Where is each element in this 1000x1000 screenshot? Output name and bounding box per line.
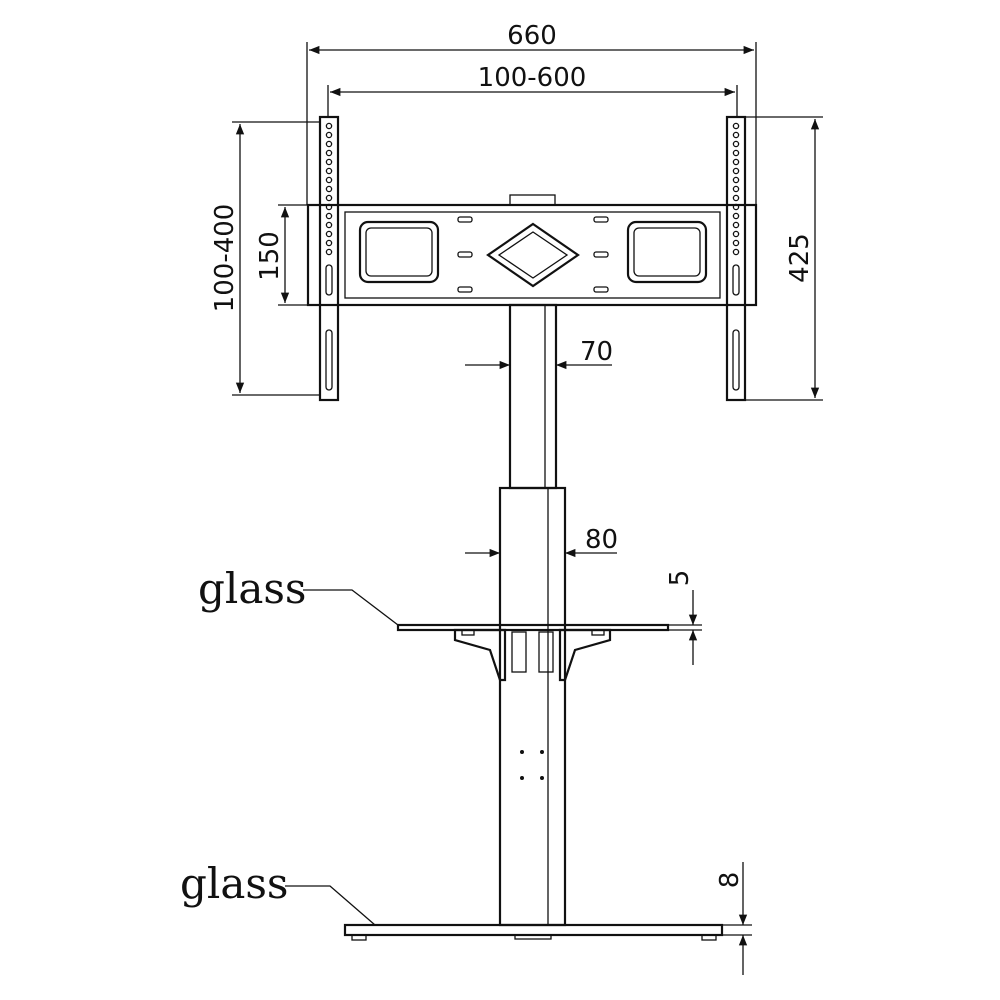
dim-text-100-400: 100-400 bbox=[210, 204, 240, 313]
rail-hole bbox=[732, 248, 740, 256]
dim-text-70: 70 bbox=[580, 337, 613, 367]
rail-hole bbox=[732, 230, 740, 238]
dim-text-425: 425 bbox=[785, 233, 815, 283]
rail-hole bbox=[325, 149, 333, 157]
dim-overall-width: 660 bbox=[306, 21, 757, 205]
rail-hole bbox=[732, 203, 740, 211]
dim-rail-height: 425 bbox=[745, 116, 823, 401]
dim-text-660: 660 bbox=[507, 21, 557, 51]
rail-hole bbox=[732, 221, 740, 229]
rail-hole bbox=[325, 239, 333, 247]
dim-base-glass-thickness: 8 bbox=[715, 862, 752, 975]
shelf-glass-leader bbox=[303, 589, 399, 626]
rail-hole bbox=[325, 248, 333, 256]
dim-text-80: 80 bbox=[585, 525, 618, 555]
rail-hole bbox=[325, 176, 333, 184]
dim-vesa-horizontal: 100-600 bbox=[327, 63, 738, 117]
rail-hole bbox=[325, 167, 333, 175]
rail-hole bbox=[732, 140, 740, 148]
rail-hole bbox=[325, 185, 333, 193]
mounting-plate bbox=[306, 194, 758, 307]
left-rail bbox=[318, 115, 340, 402]
rail-hole bbox=[325, 230, 333, 238]
lower-column bbox=[498, 486, 567, 927]
rail-hole bbox=[325, 194, 333, 202]
base-glass-label: glass bbox=[180, 859, 288, 908]
rail-hole bbox=[732, 239, 740, 247]
rail-hole bbox=[732, 167, 740, 175]
rail-hole bbox=[732, 212, 740, 220]
base-glass-leader bbox=[285, 885, 376, 926]
rail-hole bbox=[325, 122, 333, 130]
rail-hole bbox=[732, 149, 740, 157]
rail-hole bbox=[732, 194, 740, 202]
rail-hole bbox=[732, 131, 740, 139]
dim-text-150: 150 bbox=[255, 231, 285, 281]
dim-text-100-600: 100-600 bbox=[478, 63, 587, 93]
rail-hole bbox=[325, 131, 333, 139]
rail-hole bbox=[325, 158, 333, 166]
dim-shelf-glass-thickness: 5 bbox=[665, 570, 702, 665]
rail-hole bbox=[325, 203, 333, 211]
rail-hole bbox=[732, 185, 740, 193]
dim-vesa-vertical: 100-400 bbox=[210, 121, 320, 396]
shelf-glass-label: glass bbox=[198, 564, 306, 613]
glass-base bbox=[343, 923, 724, 941]
rail-hole bbox=[325, 140, 333, 148]
rail-hole bbox=[732, 158, 740, 166]
rail-hole bbox=[325, 221, 333, 229]
dim-text-8: 8 bbox=[715, 872, 745, 889]
dim-text-5: 5 bbox=[665, 570, 695, 587]
right-rail bbox=[725, 115, 747, 402]
dim-plate-height: 150 bbox=[255, 204, 308, 306]
glass-shelf bbox=[396, 623, 670, 682]
rail-hole bbox=[732, 176, 740, 184]
dim-lower-column-width: 80 bbox=[465, 525, 618, 558]
rail-hole bbox=[325, 212, 333, 220]
dim-upper-column-width: 70 bbox=[465, 337, 613, 370]
upper-column bbox=[508, 303, 558, 490]
rail-hole bbox=[732, 122, 740, 130]
